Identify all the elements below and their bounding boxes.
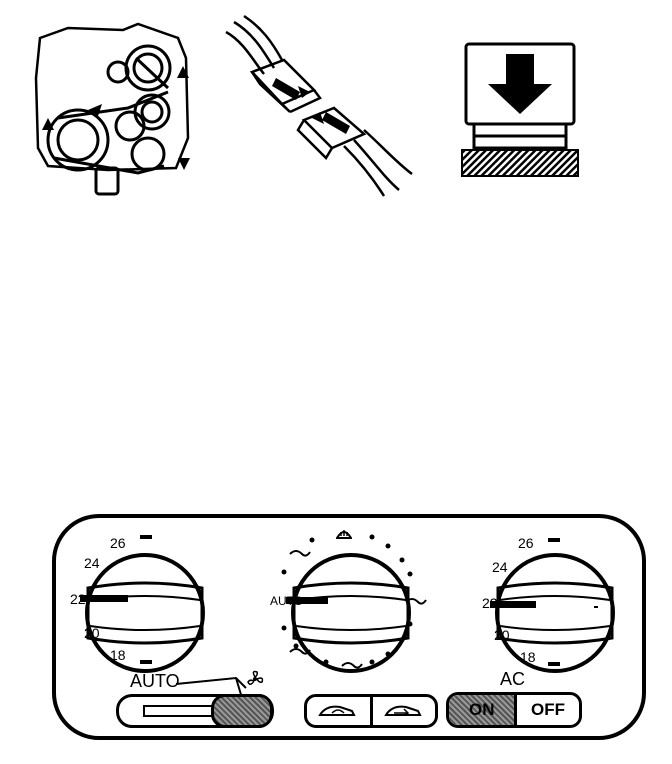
fresh-air-icon (383, 705, 422, 716)
left-dial-dash-top (140, 535, 152, 539)
ac-off-label: OFF (531, 700, 565, 719)
right-dial-dash-top (548, 538, 560, 542)
ac-on-button[interactable]: ON (449, 695, 517, 725)
mode-dial-markers (281, 534, 427, 669)
left-dial-tick-22: 22 (70, 591, 86, 607)
fresh-air-button[interactable] (373, 697, 436, 725)
ac-switch: ON OFF (446, 692, 582, 728)
right-dial-dash-bottom (548, 662, 560, 666)
right-dial-tick-18: 18 (520, 649, 536, 665)
left-temperature-dial[interactable] (80, 548, 210, 678)
air-circulation-buttons (304, 694, 438, 728)
ac-off-button[interactable]: OFF (517, 695, 579, 725)
right-temperature-dial[interactable] (490, 548, 620, 678)
left-dial-tick-24: 24 (84, 555, 100, 571)
recirculation-icon (318, 705, 356, 716)
engine-belt-diagram (34, 22, 190, 196)
fan-speed-slider[interactable] (116, 694, 274, 728)
down-arrow-press-icon (461, 42, 579, 177)
left-dial-dash-bottom (140, 660, 152, 664)
ac-on-label: ON (469, 700, 495, 719)
mode-dial[interactable] (286, 548, 416, 678)
right-dial-tick-24: 24 (492, 559, 508, 575)
mode-dial-auto-label: AUTO (270, 594, 304, 608)
right-dial-tick-22: 22 (482, 595, 498, 611)
auto-label: AUTO (130, 671, 180, 691)
recirculation-button[interactable] (307, 697, 373, 725)
left-dial-tick-20: 20 (84, 625, 100, 641)
fan-icon (247, 670, 264, 685)
ac-label: AC (500, 669, 526, 689)
right-dial-tick-20: 20 (494, 627, 510, 643)
climate-control-panel: 26 24 22 20 18 AUTO (50, 512, 650, 744)
slider-knob[interactable] (211, 694, 273, 728)
connector-diagram (225, 14, 413, 197)
left-dial-tick-18: 18 (110, 647, 126, 663)
defrost-icon (336, 530, 352, 539)
right-dial-tick-26: 26 (518, 535, 534, 551)
left-dial-tick-26: 26 (110, 535, 126, 551)
slider-track (143, 705, 213, 717)
